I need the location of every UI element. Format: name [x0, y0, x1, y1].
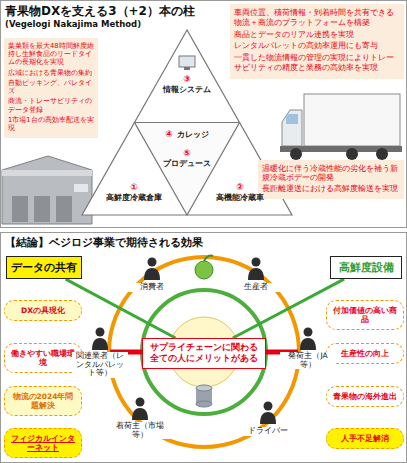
role-label: 生産者 — [230, 283, 282, 292]
node-text: サプライチェーンに関わる全ての人にメリットがある — [146, 342, 262, 365]
pillar-name: 高機能冷蔵車 — [205, 193, 275, 203]
node-text: 物流の2024年問題解決 — [9, 392, 77, 410]
panel-title: 青果物DXを支える3（+2）本の柱 — [5, 4, 225, 19]
node-text: 人手不足解消 — [331, 434, 399, 443]
node-text: 働きやすい職場環境 — [9, 349, 77, 367]
outer-ring — [109, 257, 299, 447]
effect-burst: 働きやすい職場環境 — [4, 343, 82, 373]
callout-number: ③ — [157, 74, 217, 85]
panel-title: 【結論】ベジロジ事業で期待される効果 — [5, 236, 325, 250]
pillar-name: カレッジ — [177, 130, 209, 139]
effect-burst: 生産性の向上 — [326, 343, 404, 364]
panel-frame — [1, 1, 407, 228]
node-text: 温暖化に伴う冷蔵性能の劣化を補う新規冷蔵ボデーの開発 — [262, 164, 400, 182]
effect-burst: フィジカルインターネット — [4, 428, 82, 458]
effect-burst: 付加価値の高い商品 — [326, 300, 404, 330]
node-text: 一貫した物流情報の管理の実現によりトレーサビリティの精度と業務の高効率を実現 — [234, 53, 400, 73]
role-label: 消費者 — [126, 283, 178, 292]
callout-number: ④ — [165, 129, 173, 139]
node-text: 葉菜類を最大48時間鮮度維持し生鮮食品のリードタイムの長期化を実現 — [8, 42, 94, 67]
panel: 【結論】ベジロジ事業で期待される効果データの共有 高鮮度設備サプライチェーンに関わ… — [0, 232, 407, 463]
database-icon — [196, 385, 212, 407]
node-text: 自動ピッキング、パレタイズ — [8, 79, 94, 95]
pillar-triangle — [135, 123, 240, 216]
pillar-region: ①高鮮度冷蔵倉庫 — [99, 182, 169, 202]
callout-number: ⑤ — [150, 148, 224, 159]
pillar-region: ④ カレッジ — [147, 129, 227, 140]
effect-burst: 人手不足解消 — [326, 428, 404, 449]
role-label: 着荷主（市場等） — [110, 422, 170, 439]
pillar-region: ⑤プロデュース — [150, 148, 224, 168]
role-label: 発荷主（JA等） — [280, 352, 336, 369]
pillar-region: ③情報システム — [157, 74, 217, 94]
node-text: データの共有 — [10, 261, 78, 274]
effect-burst: 青果物の海外進出 — [326, 386, 404, 407]
node-text: DXの具現化 — [9, 306, 77, 315]
node-text: 生産性の向上 — [331, 349, 399, 358]
pillar-name: 高鮮度冷蔵倉庫 — [99, 193, 169, 203]
person-icon — [92, 258, 316, 425]
node-text: 広域における青果物の集約 — [8, 69, 94, 77]
node-text: フィジカルインターネット — [9, 434, 77, 452]
key-box: 高鮮度設備 — [330, 256, 402, 279]
node-text: 付加価値の高い商品 — [331, 306, 399, 324]
pillar-name: 情報システム — [157, 85, 217, 95]
callout-number: ① — [99, 182, 169, 193]
computer-icon — [179, 56, 195, 70]
effect-burst: DXの具現化 — [4, 300, 82, 321]
node-text: 車両位置、積荷情報・到着時間を共有できる物流＋商流のプラットフォームを構築 — [234, 8, 400, 28]
node-text: 青果物の海外進出 — [331, 392, 399, 401]
callout-number: ② — [205, 182, 275, 193]
panel-frame — [1, 233, 407, 463]
vegetable-icon — [195, 256, 213, 279]
role-label: 関連業者（レンタルパレット等） — [72, 352, 128, 378]
pillar-region: ②高機能冷蔵車 — [205, 182, 275, 202]
node-text: レンタルパレットの高効率運用にも寄与 — [234, 41, 400, 51]
truck-picture — [280, 94, 402, 160]
pillar-name: プロデュース — [150, 159, 224, 169]
node-text: 高鮮度設備 — [334, 261, 398, 274]
panel-subtitle: (Vegelogi Nakajima Method) — [5, 19, 225, 30]
node-text: 商流・トレーサビリティのデータ登録 — [8, 97, 94, 113]
feature-note-box: 車両位置、積荷情報・到着時間を共有できる物流＋商流のプラットフォームを構築商品と… — [230, 4, 404, 79]
key-box: データの共有 — [6, 256, 82, 279]
merit-band-box: サプライチェーンに関わる全ての人にメリットがある — [142, 338, 266, 369]
feature-note-box: 温暖化に伴う冷蔵性能の劣化を補う新規冷蔵ボデーの開発長距離運送における高鮮度輸送… — [258, 160, 404, 199]
merit-band — [110, 350, 298, 355]
feature-note-box: 葉菜類を最大48時間鮮度維持し生鮮食品のリードタイムの長期化を実現広域における青… — [4, 38, 98, 138]
node-text: 商品とデータのリアル連携を実現 — [234, 30, 400, 40]
panel: 青果物DXを支える3（+2）本の柱(Vegelogi Nakajima Meth… — [0, 0, 407, 228]
node-text: 1市場1台の高効率配送を実現 — [8, 116, 94, 132]
node-text: 長距離運送における高鮮度輸送を実現 — [262, 184, 400, 193]
warehouse-picture — [2, 156, 92, 224]
effect-burst: 物流の2024年問題解決 — [4, 386, 82, 416]
role-label: ドライバー — [238, 427, 298, 436]
pillar-triangle — [82, 30, 292, 215]
